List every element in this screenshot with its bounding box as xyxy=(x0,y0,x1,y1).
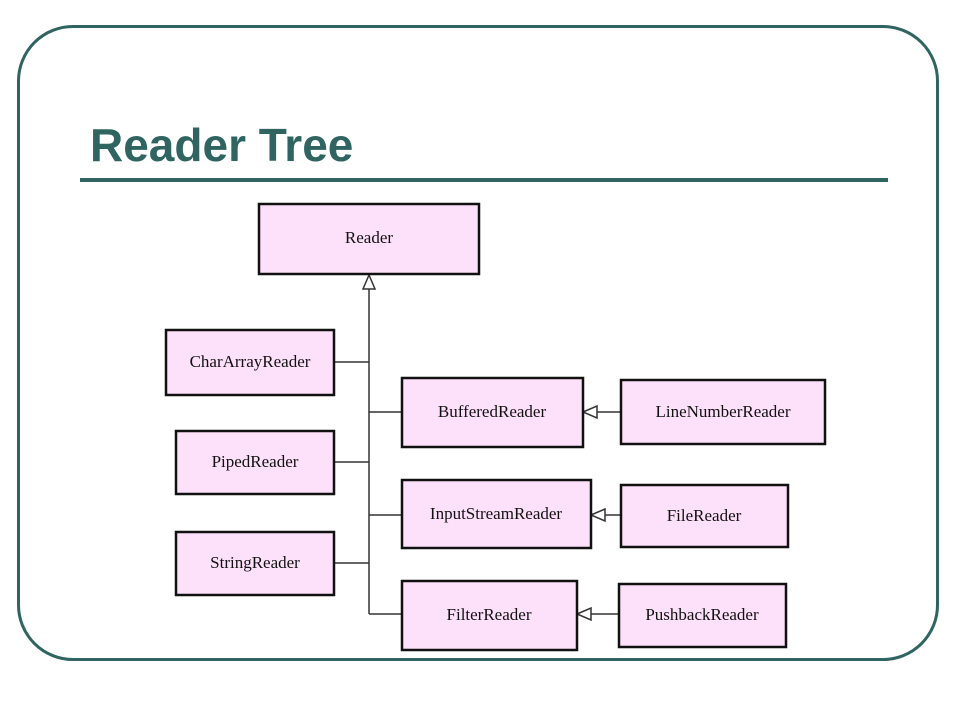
node-string-reader: StringReader xyxy=(174,530,336,597)
node-char-array-reader: CharArrayReader xyxy=(164,328,336,397)
inheritance-arrow-input-stream-reader xyxy=(589,507,606,523)
node-reader: Reader xyxy=(257,202,481,276)
node-label: BufferedReader xyxy=(438,402,547,421)
slide-frame xyxy=(17,25,939,661)
node-filter-reader: FilterReader xyxy=(400,579,579,652)
node-pushback-reader: PushbackReader xyxy=(617,582,788,649)
node-file-reader: FileReader xyxy=(619,483,790,549)
node-piped-reader: PipedReader xyxy=(174,429,336,496)
node-label: PushbackReader xyxy=(645,605,759,624)
node-label: StringReader xyxy=(210,553,300,572)
inheritance-arrow-filter-reader xyxy=(575,606,592,622)
node-label: PipedReader xyxy=(212,452,299,471)
inheritance-arrow-buffered-reader xyxy=(581,404,598,420)
title-underline xyxy=(80,178,888,182)
node-input-stream-reader: InputStreamReader xyxy=(400,478,593,550)
node-label: Reader xyxy=(345,228,393,247)
node-label: InputStreamReader xyxy=(430,504,563,523)
node-label: LineNumberReader xyxy=(656,402,791,421)
node-label: CharArrayReader xyxy=(190,352,311,371)
slide-title: Reader Tree xyxy=(90,119,354,171)
node-label: FileReader xyxy=(667,506,742,525)
node-line-number-reader: LineNumberReader xyxy=(619,378,827,446)
node-label: FilterReader xyxy=(447,605,532,624)
node-buffered-reader: BufferedReader xyxy=(400,376,585,449)
inheritance-arrow-reader xyxy=(361,273,377,290)
inheritance-edges xyxy=(334,273,621,622)
